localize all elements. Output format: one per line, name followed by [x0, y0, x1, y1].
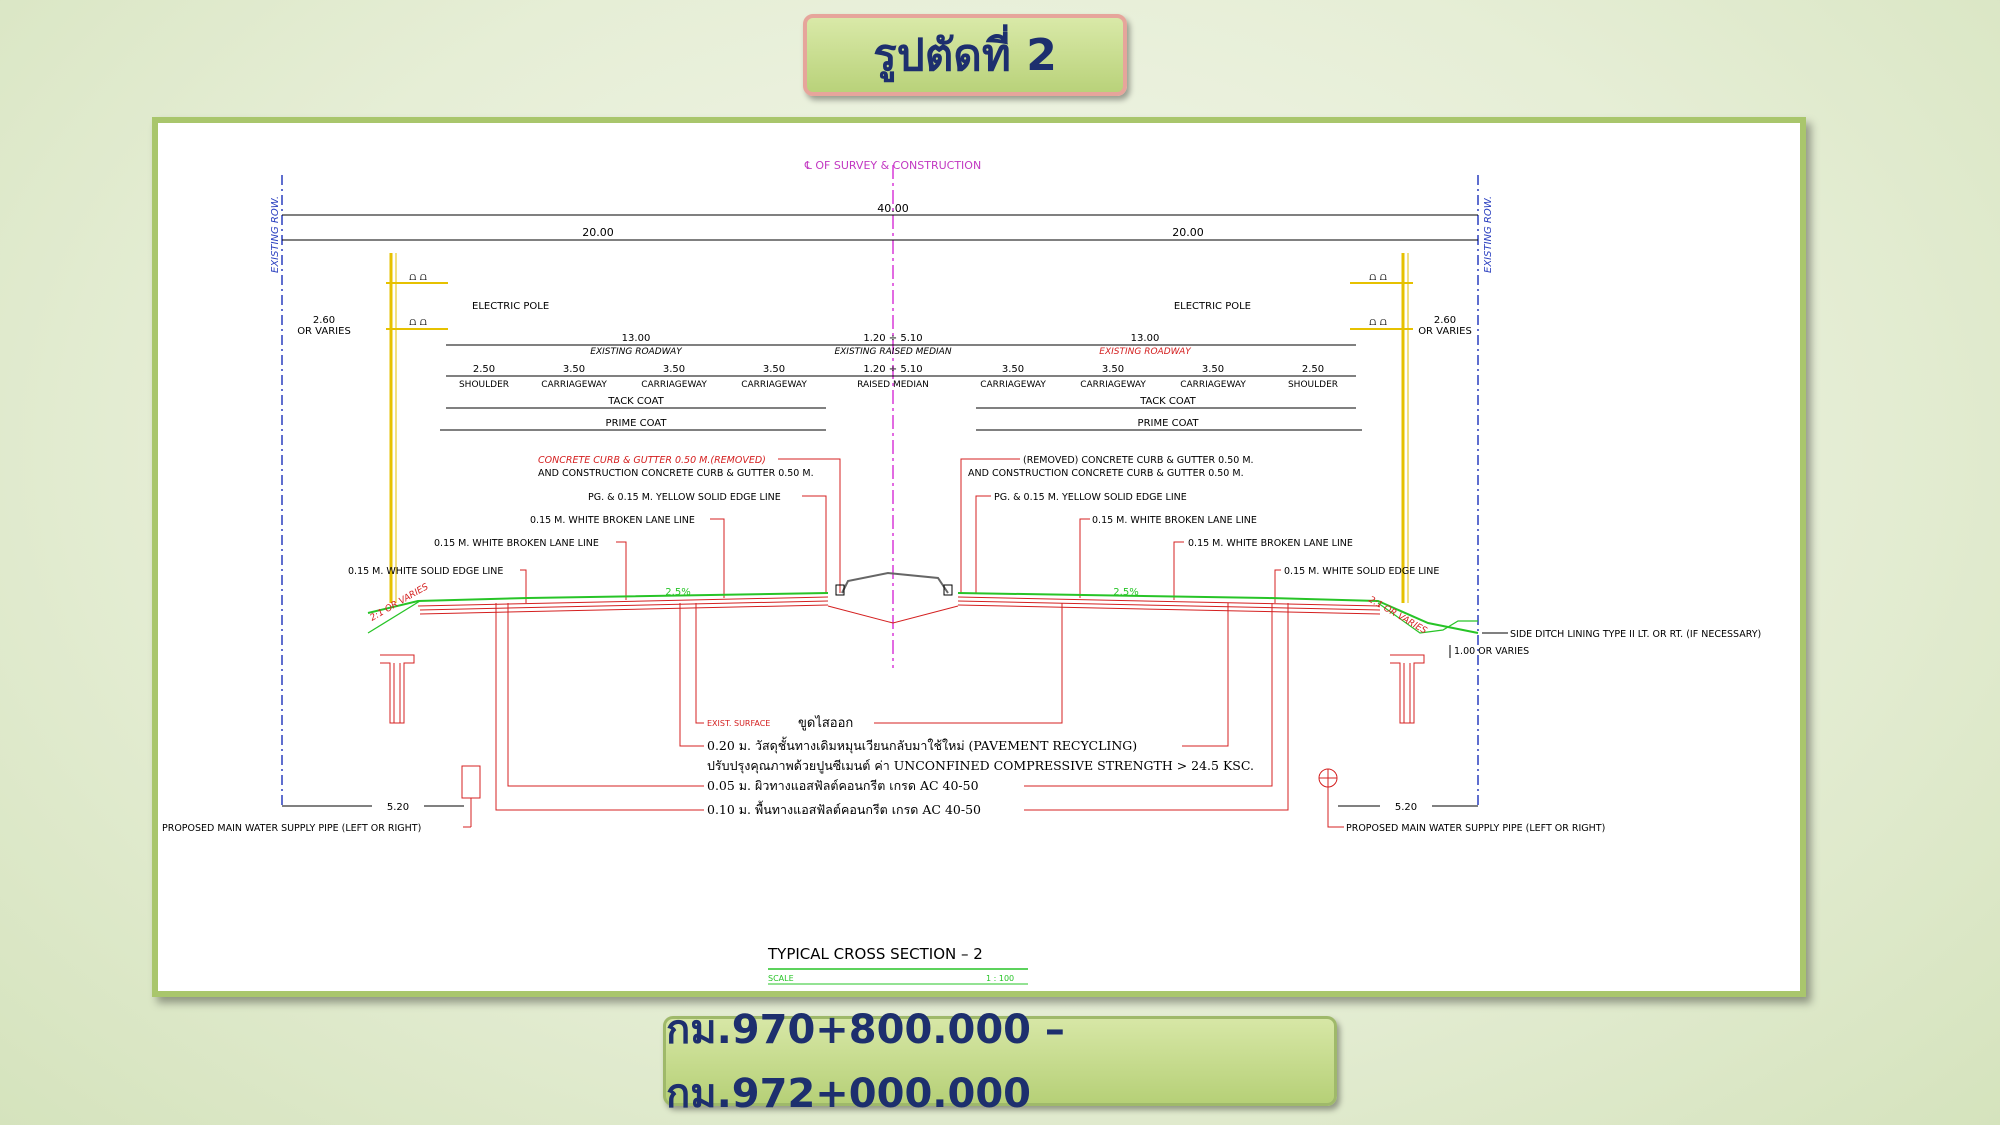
- curb-construct-right: AND CONSTRUCTION CONCRETE CURB & GUTTER …: [968, 468, 1244, 479]
- electric-pole-label-left: ELECTRIC POLE: [472, 301, 549, 312]
- slide-title: รูปตัดที่ 2: [803, 14, 1127, 96]
- pole-offset-left: 2.60: [313, 315, 335, 326]
- lane-widths: 2.50 3.50 3.50 3.50 1.20 ÷ 5.10 3.50 3.5…: [473, 364, 1324, 375]
- curb-removed-right: (REMOVED) CONCRETE CURB & GUTTER 0.50 M.: [1023, 455, 1254, 466]
- svg-text:⩍ ⩍: ⩍ ⩍: [409, 270, 427, 283]
- lane-width-1: 3.50: [563, 364, 585, 375]
- pipe-offset-right: 5.20: [1395, 802, 1417, 813]
- carriageway-label-3: CARRIAGEWAY: [741, 380, 807, 390]
- white-broken-left-2: 0.15 M. WHITE BROKEN LANE LINE: [434, 538, 599, 549]
- tack-coat-label-right: TACK COAT: [1139, 396, 1196, 407]
- lane-width-4: 3.50: [1002, 364, 1024, 375]
- carriageway-label-1: CARRIAGEWAY: [541, 380, 607, 390]
- pipe-offset-left: 5.20: [387, 802, 409, 813]
- shoulder-label-right: SHOULDER: [1288, 380, 1338, 390]
- raised-median-shape: [827, 571, 959, 624]
- carriageway-label-6: CARRIAGEWAY: [1180, 380, 1246, 390]
- lane-names: SHOULDER CARRIAGEWAY CARRIAGEWAY CARRIAG…: [459, 380, 1338, 390]
- leader-lines-left: [520, 458, 841, 603]
- ditch-depth-label: 1.00 OR VARIES: [1454, 646, 1529, 657]
- section-title: TYPICAL CROSS SECTION – 2: [767, 945, 983, 963]
- curb-construct-left: AND CONSTRUCTION CONCRETE CURB & GUTTER …: [538, 468, 814, 479]
- note-binder: 0.10 ม. พื้นทางแอสฟัลต์คอนกรีต เกรด AC 4…: [707, 800, 981, 817]
- slope-right: 2.5%: [1113, 587, 1138, 598]
- note-wearing: 0.05 ม. ผิวทางแอสฟัลต์คอนกรีต เกรด AC 40…: [707, 778, 979, 793]
- lane-width-5: 3.50: [1102, 364, 1124, 375]
- electric-pole-left: ⩍ ⩍ ⩍ ⩍: [386, 253, 448, 603]
- scrape-label: ขูดไสออก: [798, 715, 853, 731]
- raised-median-label: RAISED MEDIAN: [857, 380, 929, 390]
- scale-label: SCALE: [768, 974, 794, 983]
- shoulder-width-right: 2.50: [1302, 364, 1324, 375]
- existing-roadway-right: EXISTING ROADWAY: [1099, 347, 1192, 357]
- water-pipe-label-left: PROPOSED MAIN WATER SUPPLY PIPE (LEFT OR…: [162, 823, 421, 834]
- prime-coat-label-right: PRIME COAT: [1138, 418, 1200, 429]
- white-broken-right-2: 0.15 M. WHITE BROKEN LANE LINE: [1188, 538, 1353, 549]
- median-width: 1.20 ÷ 5.10: [863, 364, 922, 375]
- exist-surface-label: EXIST. SURFACE: [707, 719, 770, 728]
- shoulder-label-left: SHOULDER: [459, 380, 509, 390]
- dim-half-left-label: 20.00: [582, 226, 614, 239]
- svg-text:⩍ ⩍: ⩍ ⩍: [1369, 315, 1387, 328]
- roadway-width-left: 13.00: [622, 333, 651, 344]
- pavement-left: [367, 592, 829, 634]
- layer-leaders: [495, 603, 1289, 811]
- electric-pole-right: ⩍ ⩍ ⩍ ⩍: [1350, 253, 1413, 603]
- lane-width-2: 3.50: [663, 364, 685, 375]
- note-recycling: 0.20 ม. วัสดุชั้นทางเดิมหมุนเวียนกลับมาใ…: [707, 736, 1137, 754]
- carriageway-label-5: CARRIAGEWAY: [1080, 380, 1146, 390]
- cross-section-drawing: EXISTING ROW. EXISTING ROW. ℄ OF SURVEY …: [162, 159, 1761, 985]
- side-ditch-label: SIDE DITCH LINING TYPE II LT. OR RT. (IF…: [1510, 629, 1761, 640]
- pole-footing-right: [1390, 654, 1425, 724]
- carriageway-label-4: CARRIAGEWAY: [980, 380, 1046, 390]
- carriageway-label-2: CARRIAGEWAY: [641, 380, 707, 390]
- water-pipe-icon-right: [1318, 768, 1344, 828]
- roadway-width-right: 13.00: [1131, 333, 1160, 344]
- white-solid-left: 0.15 M. WHITE SOLID EDGE LINE: [348, 566, 503, 577]
- slope-left: 2.5%: [665, 587, 690, 598]
- shoulder-width-left: 2.50: [473, 364, 495, 375]
- drawing-frame: EXISTING ROW. EXISTING ROW. ℄ OF SURVEY …: [152, 117, 1806, 997]
- or-varies-left: OR VARIES: [297, 326, 351, 337]
- tack-coat-label-left: TACK COAT: [607, 396, 664, 407]
- water-pipe-icon-left: [461, 765, 481, 828]
- side-slope-right: 2:1 OR VARIES: [1367, 595, 1429, 637]
- existing-median-label: EXISTING RAISED MEDIAN: [834, 347, 951, 357]
- median-width-top: 1.20 ÷ 5.10: [863, 333, 922, 344]
- yellow-line-left: PG. & 0.15 M. YELLOW SOLID EDGE LINE: [588, 492, 781, 503]
- station-range: กม.970+800.000 – กม.972+000.000: [663, 1007, 1337, 1117]
- dim-half-right-label: 20.00: [1172, 226, 1204, 239]
- row-label-right: EXISTING ROW.: [1483, 196, 1494, 273]
- white-broken-right-1: 0.15 M. WHITE BROKEN LANE LINE: [1092, 515, 1257, 526]
- scale-value: 1 : 100: [986, 974, 1014, 983]
- existing-roadway-left: EXISTING ROADWAY: [590, 347, 683, 357]
- svg-text:⩍ ⩍: ⩍ ⩍: [409, 315, 427, 328]
- white-broken-left-1: 0.15 M. WHITE BROKEN LANE LINE: [530, 515, 695, 526]
- yellow-line-right: PG. & 0.15 M. YELLOW SOLID EDGE LINE: [994, 492, 1187, 503]
- note-cement: ปรับปรุงคุณภาพด้วยปูนซีเมนต์ ค่า UNCONFI…: [707, 758, 1254, 774]
- dim-total-label: 40.00: [877, 202, 909, 215]
- water-pipe-label-right: PROPOSED MAIN WATER SUPPLY PIPE (LEFT OR…: [1346, 823, 1605, 834]
- or-varies-right: OR VARIES: [1418, 326, 1472, 337]
- pavement-right: [957, 592, 1479, 634]
- centerline-label: ℄ OF SURVEY & CONSTRUCTION: [804, 159, 981, 172]
- leader-lines-right: [960, 458, 1281, 603]
- prime-coat-label-left: PRIME COAT: [606, 418, 668, 429]
- pole-footing-left: [380, 654, 415, 724]
- side-slope-left: 2:1 OR VARIES: [369, 582, 431, 624]
- lane-width-3: 3.50: [763, 364, 785, 375]
- white-solid-right: 0.15 M. WHITE SOLID EDGE LINE: [1284, 566, 1439, 577]
- svg-text:⩍ ⩍: ⩍ ⩍: [1369, 270, 1387, 283]
- lane-width-6: 3.50: [1202, 364, 1224, 375]
- pole-offset-right: 2.60: [1434, 315, 1456, 326]
- electric-pole-label-right: ELECTRIC POLE: [1174, 301, 1251, 312]
- curb-removed-left: CONCRETE CURB & GUTTER 0.50 M.(REMOVED): [538, 455, 766, 466]
- row-label-left: EXISTING ROW.: [270, 196, 281, 273]
